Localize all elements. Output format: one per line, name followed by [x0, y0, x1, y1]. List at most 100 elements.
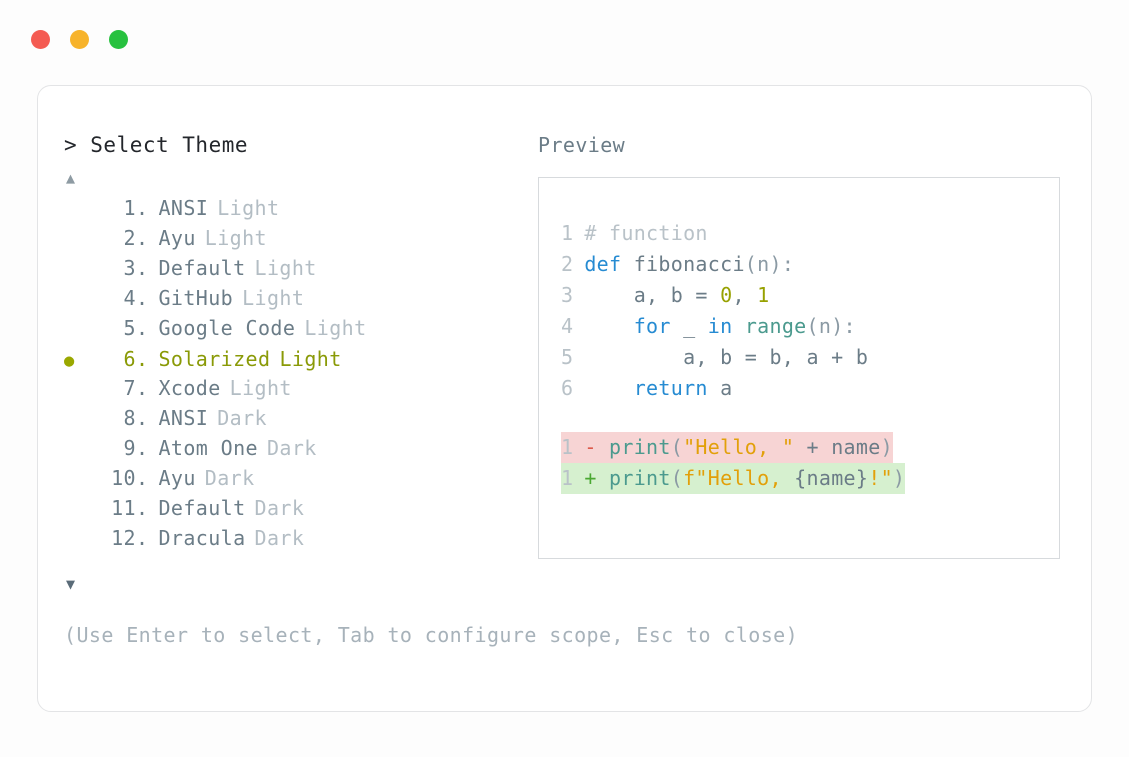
selected-bullet-icon: ● [64, 351, 75, 371]
theme-row[interactable]: ● 6. Solarized Light [64, 346, 534, 376]
line-number: 5 [561, 345, 574, 369]
window-controls [31, 30, 128, 49]
keyboard-hint: (Use Enter to select, Tab to configure s… [64, 623, 799, 647]
theme-variant: Light [279, 347, 342, 371]
code-token: in [707, 314, 733, 338]
code-token: a, b = [584, 283, 721, 307]
theme-row[interactable]: 2. Ayu Light [64, 226, 534, 256]
code-token: _ [670, 314, 708, 338]
code-token: ) [892, 466, 906, 490]
theme-row[interactable]: 3. Default Light [64, 256, 534, 286]
code-token: print [609, 466, 671, 490]
code-token: (n): [806, 314, 856, 338]
code-line: 1# function [561, 218, 1059, 249]
theme-index-separator: . [136, 196, 149, 220]
theme-name: Atom One [158, 436, 258, 460]
theme-index-separator: . [136, 466, 149, 490]
code-line: 6 return a [561, 373, 1059, 404]
diff-line-add: 1+ print(f"Hello, {name}!") [561, 463, 906, 494]
theme-variant: Dark [266, 436, 317, 460]
theme-index: 1 [123, 196, 136, 220]
code-token: name [831, 435, 881, 459]
page-title: > Select Theme [64, 133, 249, 157]
theme-index: 6 [123, 347, 136, 371]
code-token: ! [868, 466, 881, 490]
code-token: {name} [794, 466, 869, 490]
theme-variant: Light [304, 316, 367, 340]
code-line: 4 for _ in range(n): [561, 311, 1059, 342]
code-line: 2 def fibonacci(n): [561, 249, 1059, 280]
code-token: for [633, 314, 671, 338]
diff-line-del: 1- print("Hello, " + name) [561, 432, 893, 463]
code-token: 1 [757, 283, 770, 307]
theme-index: 3 [123, 256, 136, 280]
line-number: 6 [561, 376, 574, 400]
code-token: return [633, 376, 708, 400]
scroll-down-icon[interactable]: ▼ [66, 575, 76, 593]
code-token: ) [880, 435, 893, 459]
theme-index-separator: . [136, 226, 149, 250]
theme-name: Solarized [158, 347, 271, 371]
code-token: f"Hello, [683, 466, 795, 490]
theme-index-separator: . [136, 286, 149, 310]
diff-block: 1- print("Hello, " + name)1+ print(f"Hel… [561, 432, 1059, 494]
theme-index: 2 [123, 226, 136, 250]
theme-name: Default [158, 256, 246, 280]
line-number: 1 [561, 435, 574, 459]
theme-name: GitHub [158, 286, 234, 310]
theme-name: Xcode [158, 376, 221, 400]
theme-index: 8 [123, 406, 136, 430]
code-token: , [732, 283, 758, 307]
minimize-dot[interactable] [70, 30, 89, 49]
code-token: "Hello, " [683, 435, 795, 459]
line-number: 2 [561, 252, 574, 276]
line-number: 4 [561, 314, 574, 338]
theme-variant: Dark [254, 526, 305, 550]
scroll-up-icon[interactable]: ▲ [66, 169, 76, 187]
theme-index: 10 [111, 466, 136, 490]
line-number: 3 [561, 283, 574, 307]
code-token: range [744, 314, 807, 338]
code-line: 5 a, b = b, a + b [561, 342, 1059, 373]
theme-index-separator: . [136, 496, 149, 520]
theme-name: Ayu [158, 226, 196, 250]
code-token [584, 314, 633, 338]
line-number: 1 [561, 466, 574, 490]
close-dot[interactable] [31, 30, 50, 49]
code-token [732, 314, 744, 338]
theme-index-separator: . [136, 256, 149, 280]
code-line: 3 a, b = 0, 1 [561, 280, 1059, 311]
theme-variant: Light [229, 376, 292, 400]
theme-variant: Light [217, 196, 280, 220]
code-token: a [707, 376, 733, 400]
code-token: (n): [744, 252, 795, 276]
theme-variant: Light [204, 226, 267, 250]
maximize-dot[interactable] [109, 30, 128, 49]
code-token: def [584, 252, 622, 276]
theme-index: 4 [123, 286, 136, 310]
code-token [584, 376, 633, 400]
code-token: fibonacci [621, 252, 745, 276]
diff-marker: + [584, 466, 610, 490]
theme-index-separator: . [136, 526, 149, 550]
theme-variant: Light [254, 256, 317, 280]
code-token: + [794, 435, 832, 459]
theme-index-separator: . [136, 347, 149, 371]
theme-index-separator: . [136, 406, 149, 430]
code-token: print [609, 435, 671, 459]
theme-variant: Dark [204, 466, 255, 490]
theme-index-separator: . [136, 436, 149, 460]
code-token: 0 [720, 283, 733, 307]
